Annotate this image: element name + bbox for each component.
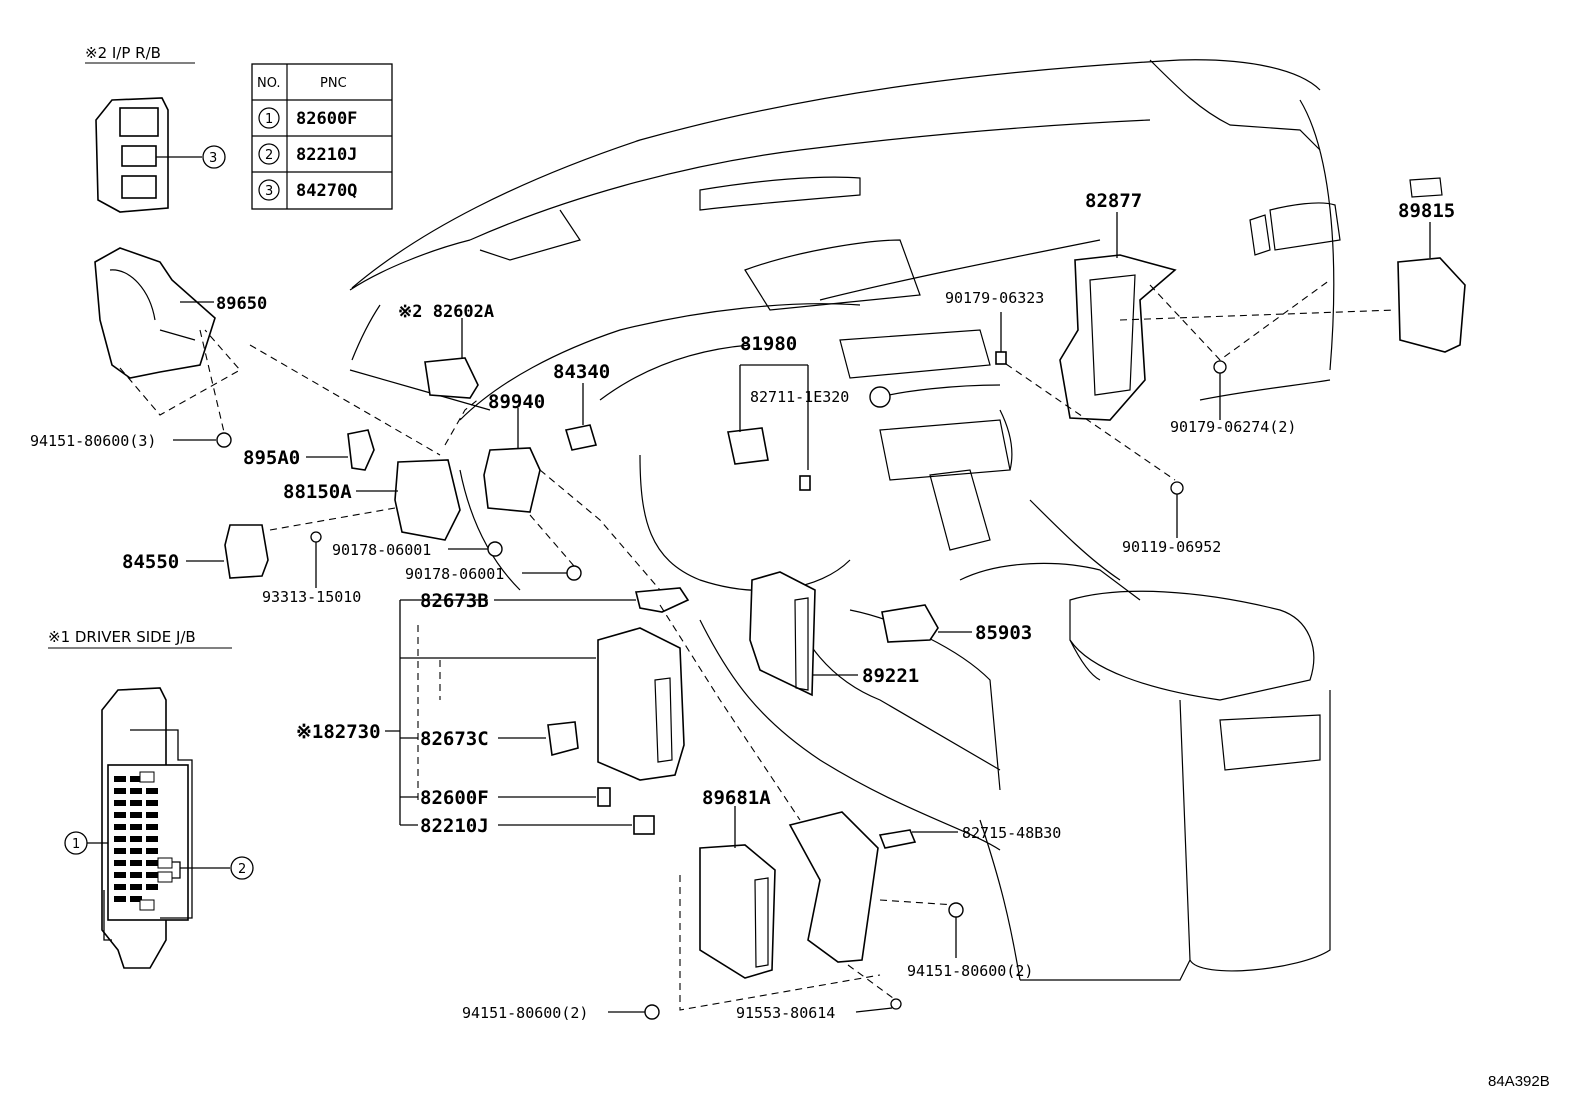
part-895A0 <box>347 429 375 471</box>
pnc-header-no: NO. <box>257 76 281 91</box>
label-89940: 89940 <box>488 391 545 413</box>
part-82877 <box>1059 254 1177 421</box>
label-81980: 81980 <box>740 333 797 355</box>
part-82602A <box>424 357 479 399</box>
label-89815: 89815 <box>1398 200 1455 222</box>
label-84550: 84550 <box>122 551 179 573</box>
pnc-row-no: 1 <box>265 112 273 127</box>
lower-middle-parts: 82673B ※182730 82673C 82600F 82210J <box>296 587 690 837</box>
label-94151-80600-2b: 94151-80600(2) <box>462 1004 588 1022</box>
label-82210J: 82210J <box>420 815 489 837</box>
callout-3-circle <box>202 145 226 169</box>
pnc-row-no: 3 <box>265 184 273 199</box>
label-82600F: 82600F <box>420 787 489 809</box>
part-81980 <box>727 427 769 465</box>
label-90179-06274-2: 90179-06274(2) <box>1170 418 1296 436</box>
label-82673B: 82673B <box>420 590 489 612</box>
label-94151-80600-2a: 94151-80600(2) <box>907 962 1033 980</box>
label-82711-1E320: 82711-1E320 <box>750 388 849 406</box>
ip-rb-slot-3 <box>121 175 157 199</box>
label-82715-48B30: 82715-48B30 <box>962 824 1061 842</box>
pnc-table: NO. PNC 1 82600F 2 82210J 3 84270Q <box>251 63 393 210</box>
upper-middle-parts: ※2 82602A 89940 84340 81980 82711-1E320 <box>398 302 891 513</box>
part-82715-48B30 <box>788 811 879 963</box>
center-lower-parts: 89221 85903 89681A 82715-48B30 94151-806… <box>462 571 1061 1022</box>
label-93313-15010: 93313-15010 <box>262 588 361 606</box>
part-88150A <box>394 459 461 541</box>
label-90178-06001-a: 90178-06001 <box>332 541 431 559</box>
pnc-header-pnc: PNC <box>320 76 347 91</box>
inset-driver-jb-title: ※1 DRIVER SIDE J/B <box>48 628 196 646</box>
label-90119-06952: 90119-06952 <box>1122 538 1221 556</box>
part-82730 <box>597 627 685 781</box>
part-84340 <box>564 424 598 451</box>
diagram-id: 84A392B <box>1488 1073 1550 1090</box>
part-89815 <box>1397 257 1466 353</box>
dashboard-outline <box>349 59 1443 981</box>
part-82673C <box>547 721 579 757</box>
connector-lines <box>249 344 801 821</box>
label-82602A: ※2 82602A <box>398 302 494 322</box>
callout-2-circle <box>230 856 254 880</box>
label-90178-06001-b: 90178-06001 <box>405 565 504 583</box>
label-89681A: 89681A <box>702 787 771 809</box>
pnc-row-no: 2 <box>265 148 273 163</box>
inset-driver-jb-callout-2: 2 <box>238 862 246 877</box>
part-82210J <box>633 815 655 835</box>
ip-rb-slot-1 <box>119 107 159 137</box>
bracket-89650 <box>94 247 216 379</box>
label-84340: 84340 <box>553 361 610 383</box>
left-parts: 89650 94151-80600(3) 895A0 88150A 84550 … <box>30 247 582 606</box>
label-89650: 89650 <box>216 294 267 314</box>
label-82730: ※182730 <box>296 721 381 743</box>
pnc-row-value: 82210J <box>296 145 357 165</box>
label-82877: 82877 <box>1085 190 1142 212</box>
part-89681A <box>699 844 776 979</box>
label-91553-80614: 91553-80614 <box>736 1004 835 1022</box>
right-parts: 82877 89815 90179-06323 90179-06274(2) 9… <box>945 190 1466 556</box>
ip-rb-slot-2 <box>121 145 157 167</box>
pnc-row-value: 84270Q <box>296 181 357 201</box>
label-895A0: 895A0 <box>243 447 300 469</box>
part-89940 <box>483 447 541 513</box>
part-82711-1E320 <box>799 475 811 491</box>
pnc-row-value: 82600F <box>296 109 357 129</box>
label-85903: 85903 <box>975 622 1032 644</box>
nut-90179-06323 <box>995 351 1007 365</box>
driver-jb-fuse-grid <box>114 776 158 902</box>
label-88150A: 88150A <box>283 481 352 503</box>
label-90179-06323: 90179-06323 <box>945 289 1044 307</box>
callout-1-circle <box>64 831 88 855</box>
label-89221: 89221 <box>862 665 919 687</box>
inset-ip-rb: ※2 I/P R/B 3 <box>85 44 226 213</box>
part-89221 <box>749 571 816 697</box>
inset-ip-rb-callout: 3 <box>209 151 217 166</box>
label-82673C: 82673C <box>420 728 489 750</box>
part-82673B <box>634 587 690 613</box>
label-94151-80600-3: 94151-80600(3) <box>30 432 156 450</box>
part-84550 <box>224 524 269 579</box>
inset-driver-jb: ※1 DRIVER SIDE J/B 1 2 <box>48 628 254 969</box>
inset-ip-rb-title: ※2 I/P R/B <box>85 44 161 62</box>
part-82600F <box>597 787 611 807</box>
part-85903 <box>881 604 939 643</box>
inset-driver-jb-callout-1: 1 <box>72 837 80 852</box>
